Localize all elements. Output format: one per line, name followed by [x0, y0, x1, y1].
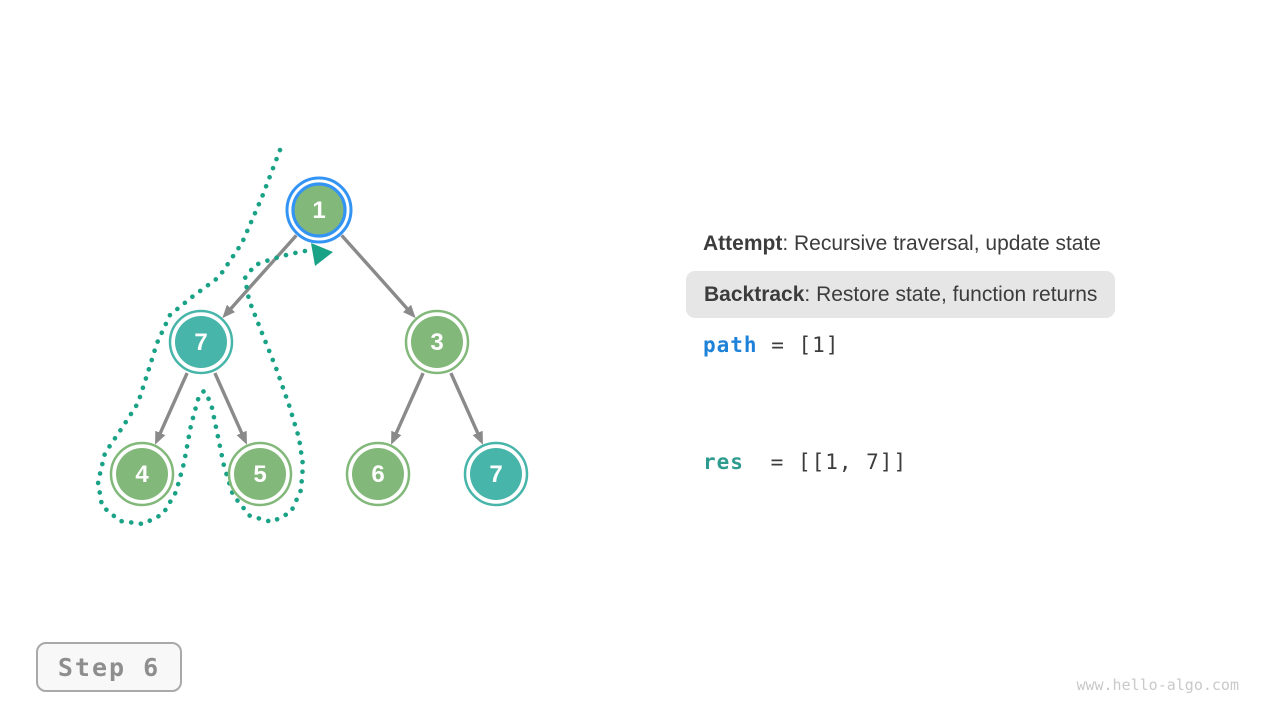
backtrack-text: : Restore state, function returns	[804, 282, 1098, 306]
node-outer-ring	[463, 441, 529, 507]
binary-tree-diagram: 1 7 3 4 5 6 7	[95, 147, 529, 527]
tree-edge-3-7	[449, 372, 483, 445]
path-variable: path = [1]	[703, 333, 839, 357]
watermark-url: www.hello-algo.com	[1076, 676, 1239, 694]
tree-node-6: 6	[345, 441, 411, 507]
node-circle	[411, 316, 463, 368]
tree-edge-1-7	[222, 234, 298, 319]
path-variable-value: [1]	[798, 333, 840, 357]
attempt-label: Attempt	[703, 232, 783, 255]
node-value-label: 4	[135, 461, 149, 488]
node-outer-ring	[404, 309, 470, 375]
tree-edge-7-4	[155, 372, 189, 445]
tree-node-3: 3	[404, 309, 470, 375]
res-variable: res = [[1, 7]]	[703, 450, 907, 474]
node-circle	[175, 316, 227, 368]
tree-edge-7-5	[213, 372, 247, 445]
res-variable-name: res	[703, 450, 744, 474]
tree-node-7: 7	[168, 309, 234, 375]
res-variable-value: [[1, 7]]	[797, 450, 908, 474]
node-outer-ring	[109, 441, 175, 507]
node-outer-ring	[227, 441, 293, 507]
node-value-label: 3	[430, 329, 443, 356]
path-equals: =	[757, 333, 799, 357]
node-value-label: 7	[489, 461, 502, 488]
attempt-caption: Attempt: Recursive traversal, update sta…	[703, 231, 1101, 257]
node-circle	[352, 448, 404, 500]
node-outer-ring	[168, 309, 234, 375]
step-indicator: Step 6	[36, 642, 182, 692]
attempt-text: : Recursive traversal, update state	[782, 232, 1101, 255]
node-outer-ring	[285, 176, 353, 244]
tree-node-7: 7	[463, 441, 529, 507]
path-variable-name: path	[703, 333, 758, 357]
node-circle	[291, 182, 347, 238]
node-value-label: 1	[312, 197, 325, 224]
res-equals: =	[757, 450, 798, 474]
tree-node-4: 4	[109, 441, 175, 507]
tree-node-5: 5	[227, 441, 293, 507]
backtrack-label: Backtrack	[704, 282, 805, 306]
tree-edge-1-3	[340, 234, 416, 319]
node-value-label: 7	[194, 329, 207, 356]
node-outer-ring	[345, 441, 411, 507]
backtrack-caption: Backtrack: Restore state, function retur…	[686, 271, 1116, 318]
node-value-label: 5	[253, 461, 266, 488]
node-circle	[116, 448, 168, 500]
traversal-trace-arrowhead-icon	[311, 243, 333, 266]
node-circle	[470, 448, 522, 500]
node-circle	[234, 448, 286, 500]
step-indicator-label: Step 6	[57, 652, 161, 682]
tree-node-1-current: 1	[285, 176, 353, 244]
traversal-trace-path	[95, 147, 308, 527]
tree-edge-3-6	[391, 372, 425, 445]
node-value-label: 6	[371, 461, 384, 488]
